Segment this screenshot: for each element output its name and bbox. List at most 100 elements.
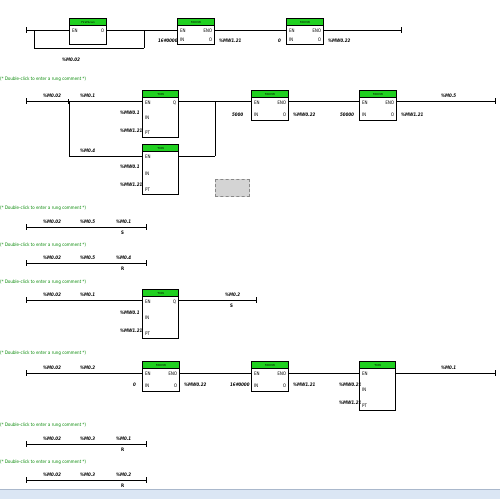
coil-label: %M0.5 xyxy=(441,93,457,98)
pin-in: IN xyxy=(180,37,185,42)
pin-in: IN xyxy=(145,383,150,388)
contact-label: %M0.4 xyxy=(80,148,96,153)
left-rail xyxy=(26,224,27,230)
pin-in: IN xyxy=(362,387,367,392)
operand-pt: %MW1.21 xyxy=(120,128,143,133)
right-rail xyxy=(495,98,496,104)
contact-symbol[interactable] xyxy=(68,99,69,104)
contact-label: %M0.02 xyxy=(43,219,61,224)
rung-4-wire xyxy=(26,263,147,264)
right-rail xyxy=(495,370,496,376)
coil-label: %M0.1 xyxy=(441,365,457,370)
rung-7-wire xyxy=(26,444,147,445)
right-rail xyxy=(146,477,147,483)
block-title: MOVW xyxy=(143,362,179,369)
contact-label: %M0.02 xyxy=(43,472,61,477)
function-block-ton[interactable]: TON EN IN PT xyxy=(359,361,396,411)
pin-pt: PT xyxy=(145,331,150,336)
pin-eno: ENO xyxy=(277,371,286,376)
operand-in: %MW0.21 xyxy=(339,382,362,387)
function-block-movw[interactable]: MOVW EN ENO IN O xyxy=(359,90,397,121)
rung-comment[interactable]: (* Double-click to enter a rung comment … xyxy=(0,422,86,427)
left-rail xyxy=(26,441,27,447)
operand-in: 16#0000 xyxy=(158,38,178,43)
contact-label: %M0.1 xyxy=(80,93,96,98)
pin-o: O xyxy=(100,28,104,33)
pin-in: IN xyxy=(145,171,150,176)
pin-eno: ENO xyxy=(168,371,177,376)
pin-eno: ENO xyxy=(312,28,321,33)
block-title: MOVW xyxy=(360,91,396,98)
pin-in: IN xyxy=(145,115,150,120)
function-block-firstscan[interactable]: FirstScan EN O xyxy=(69,18,107,45)
coil-type: R xyxy=(121,266,125,271)
rung-comment[interactable]: (* Double-click to enter a rung comment … xyxy=(0,205,86,210)
contact-label: %M0.2 xyxy=(80,365,96,370)
block-title: TON xyxy=(360,362,395,369)
pin-o: O xyxy=(390,112,394,117)
operand-in: %MW0.1 xyxy=(120,110,140,115)
rung-comment[interactable]: (* Double-click to enter a rung comment … xyxy=(0,350,86,355)
block-title: MOVW xyxy=(252,362,288,369)
rung-8-wire xyxy=(26,480,147,481)
function-block-ton[interactable]: TON EN IN PT Q xyxy=(142,289,179,339)
operand-in: 0 xyxy=(278,38,281,43)
pin-eno: ENO xyxy=(203,28,212,33)
pin-o: O xyxy=(173,383,177,388)
pin-o: O xyxy=(208,37,212,42)
function-block-ton[interactable]: TON EN IN PT xyxy=(142,144,179,195)
pin-pt: PT xyxy=(145,187,150,192)
pin-en: EN xyxy=(145,154,151,159)
pin-q: Q xyxy=(172,299,176,304)
function-block-movw[interactable]: MOVW EN ENO IN O xyxy=(251,90,289,121)
rung-1-branch xyxy=(144,30,145,48)
selection-placeholder[interactable] xyxy=(215,179,250,197)
function-block-movw[interactable]: MOVW EN ENO IN O xyxy=(251,361,289,392)
operand-in: 16#0000 xyxy=(230,382,250,387)
function-block-movw[interactable]: MOVW EN ENO IN O xyxy=(142,361,180,392)
coil-type: R xyxy=(121,447,125,452)
rung-comment[interactable]: (* Double-click to enter a rung comment … xyxy=(0,76,86,81)
contact-label: %M0.1 xyxy=(116,219,132,224)
block-title: MOVW xyxy=(287,19,323,26)
contact-label: %M0.2 xyxy=(116,472,132,477)
pin-en: EN xyxy=(254,100,260,105)
pin-in: IN xyxy=(254,383,259,388)
function-block-movw[interactable]: MOVW EN ENO IN O xyxy=(177,18,215,45)
contact-label: %M0.02 xyxy=(43,255,61,260)
rung-1-branch xyxy=(34,30,35,48)
operand-out: %MW0.22 xyxy=(184,382,207,387)
operand-pt: %MW1.21 xyxy=(339,400,362,405)
operand-pt: %MW1.21 xyxy=(120,328,143,333)
pin-en: EN xyxy=(254,371,260,376)
function-block-ton[interactable]: TON EN IN PT Q xyxy=(142,90,179,138)
function-block-movw[interactable]: MOVW EN ENO IN O xyxy=(286,18,324,45)
contact-label: %M0.02 xyxy=(62,57,80,62)
operand-in: 0 xyxy=(133,382,136,387)
operand-out: %MW1.21 xyxy=(401,112,424,117)
operand-in: 50000 xyxy=(340,112,354,117)
pin-q: Q xyxy=(172,100,176,105)
pin-pt: PT xyxy=(145,130,150,135)
pin-en: EN xyxy=(145,100,151,105)
pin-en: EN xyxy=(362,100,368,105)
rung-1-branch-wire xyxy=(34,48,144,49)
right-rail xyxy=(146,260,147,266)
block-title: TON xyxy=(143,91,178,98)
contact-label: %M0.3 xyxy=(80,472,96,477)
coil-type: S xyxy=(121,230,124,235)
pin-eno: ENO xyxy=(277,100,286,105)
rung-comment[interactable]: (* Double-click to enter a rung comment … xyxy=(0,459,86,464)
block-title: TON xyxy=(143,290,178,297)
pin-en: EN xyxy=(145,371,151,376)
contact-label: %M0.4 xyxy=(116,255,132,260)
contact-label: %M0.3 xyxy=(80,436,96,441)
rung-2-branch xyxy=(215,101,216,156)
rung-comment[interactable]: (* Double-click to enter a rung comment … xyxy=(0,279,86,284)
rung-comment[interactable]: (* Double-click to enter a rung comment … xyxy=(0,242,86,247)
block-title: MOVW xyxy=(178,19,214,26)
contact-label: %M0.02 xyxy=(43,365,61,370)
operand-out: %MW1.21 xyxy=(293,382,316,387)
pin-en: EN xyxy=(362,371,368,376)
